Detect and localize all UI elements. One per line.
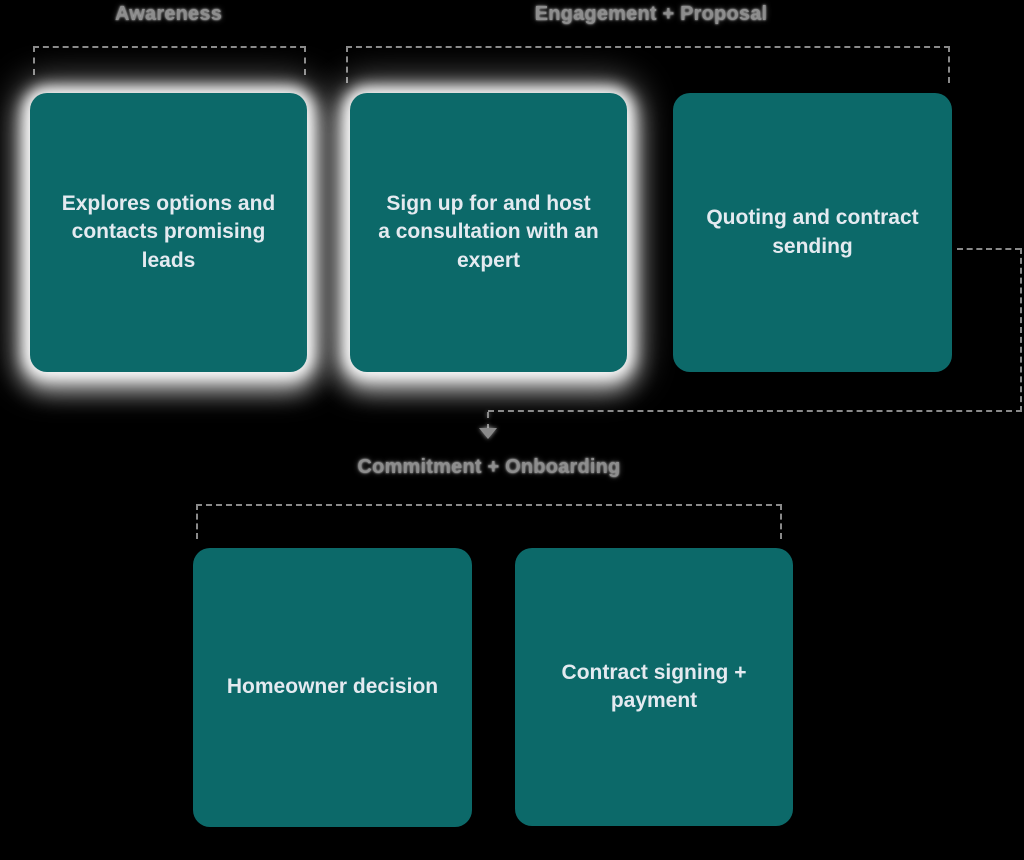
arrow-down-icon: [479, 428, 497, 439]
node-homeowner-decision-label: Homeowner decision: [226, 675, 439, 699]
stage-bracket-awareness: [33, 46, 306, 75]
stage-bracket-commitment-onboarding: [196, 504, 782, 539]
stage-bracket-engagement-proposal: [346, 46, 950, 83]
connector-segment-right: [957, 248, 1021, 250]
node-sign-up-consultation-label: Sign up for and host a consultation with…: [378, 191, 599, 272]
node-sign-up-consultation[interactable]: Sign up for and host a consultation with…: [350, 93, 627, 372]
connector-segment-left: [488, 410, 1022, 412]
connector-segment-down: [1020, 248, 1022, 412]
node-contract-signing-payment[interactable]: Contract signing + payment: [515, 548, 793, 826]
stage-label-engagement-proposal[interactable]: Engagement + Proposal: [534, 3, 768, 25]
node-quoting-contract[interactable]: Quoting and contract sending: [673, 93, 952, 372]
node-quoting-contract-label: Quoting and contract sending: [706, 206, 919, 258]
node-homeowner-decision[interactable]: Homeowner decision: [193, 548, 472, 827]
connector-arrow-stem: [487, 412, 489, 430]
stage-label-awareness[interactable]: Awareness: [114, 3, 223, 25]
stage-label-commitment-onboarding[interactable]: Commitment + Onboarding: [357, 456, 621, 478]
node-explores-options[interactable]: Explores options and contacts promising …: [30, 93, 307, 372]
node-explores-options-label: Explores options and contacts promising …: [61, 191, 276, 272]
node-contract-signing-payment-label: Contract signing + payment: [561, 660, 747, 712]
